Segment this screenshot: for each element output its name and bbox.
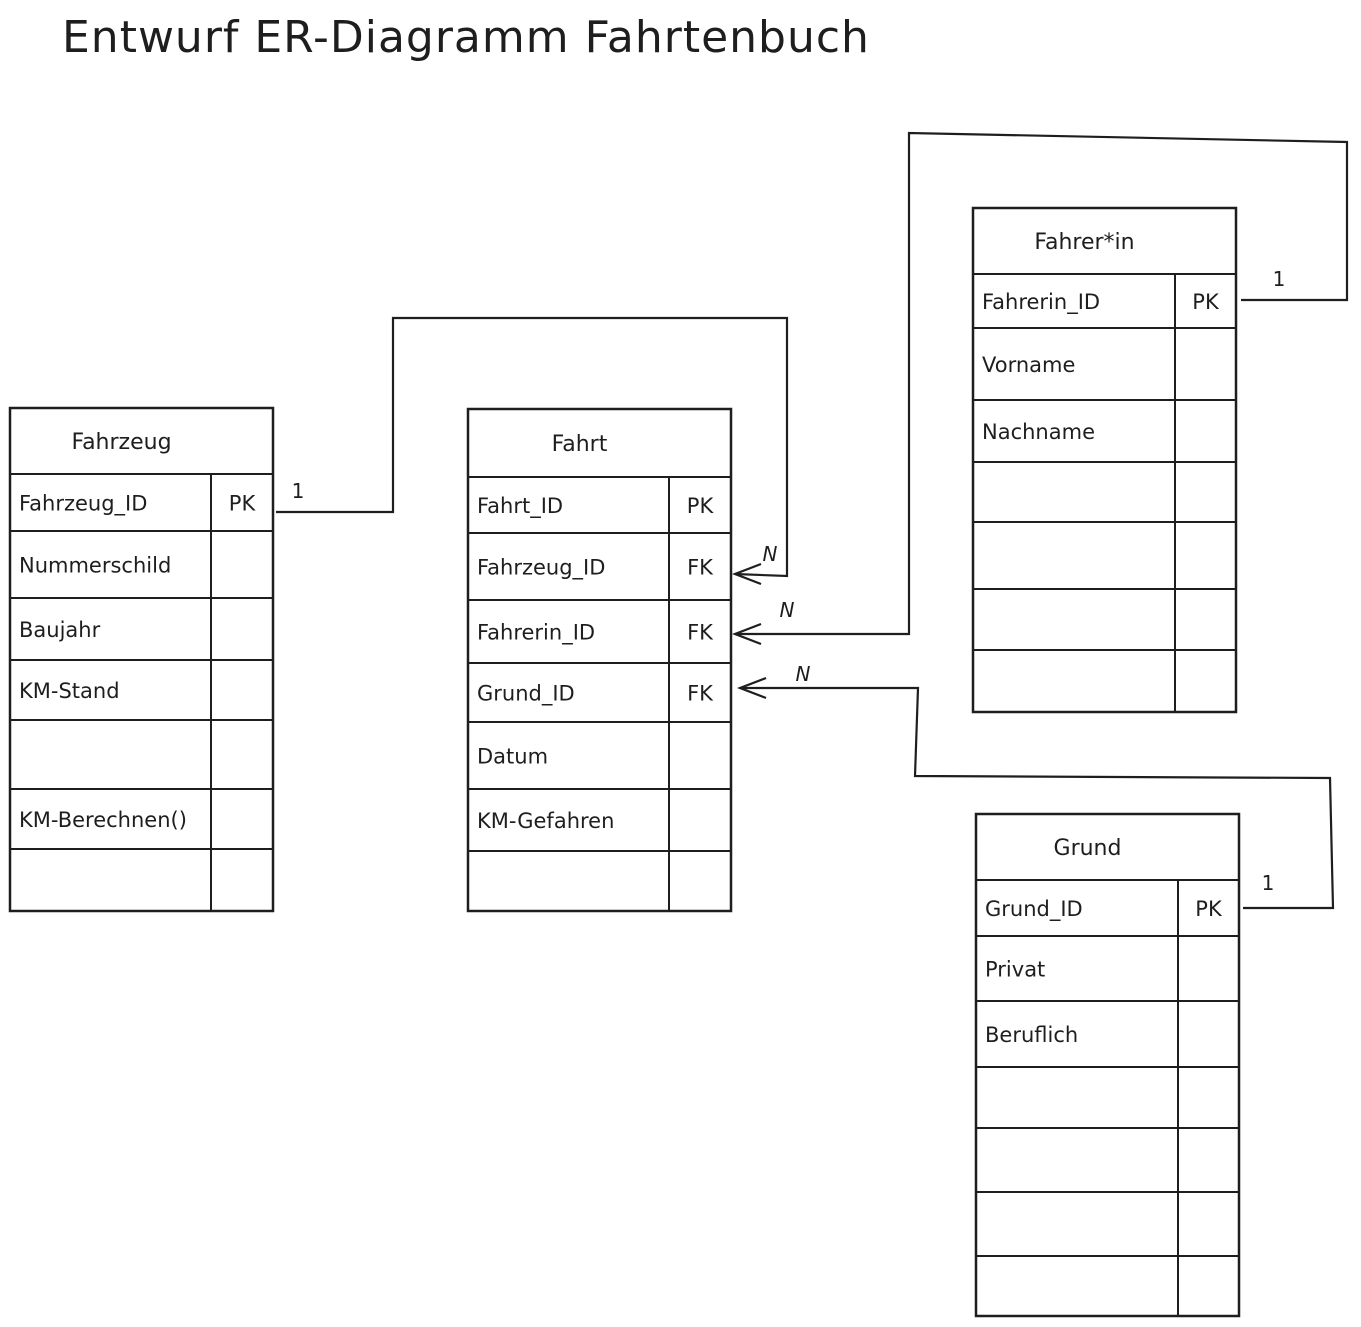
- key-type: FK: [687, 556, 714, 580]
- key-type: PK: [1195, 897, 1223, 921]
- key-type: PK: [1192, 290, 1220, 314]
- field-name: Nummerschild: [19, 554, 171, 578]
- entity-border: [466, 407, 733, 913]
- arrow-head-icon: [731, 562, 762, 586]
- table-row: Baujahr: [19, 618, 101, 642]
- key-type: PK: [229, 492, 257, 516]
- connector-line: [735, 131, 1349, 636]
- field-name: Fahrzeug_ID: [19, 492, 147, 517]
- relationship-fahrerin-fahrt: 1N: [731, 131, 1349, 646]
- table-row: Datum: [477, 745, 548, 769]
- arrow-head-icon: [736, 676, 767, 700]
- table-row: Beruflich: [985, 1023, 1078, 1047]
- table-row: KM-Stand: [19, 679, 120, 703]
- field-name: Fahrt_ID: [477, 494, 563, 519]
- entity-name: Grund: [1054, 836, 1122, 861]
- field-name: KM-Gefahren: [477, 809, 614, 833]
- field-name: Fahrerin_ID: [982, 290, 1100, 315]
- table-row: KM-Berechnen(): [19, 808, 187, 832]
- cardinality-one: 1: [1262, 871, 1275, 895]
- cardinality-many: N: [780, 598, 795, 622]
- field-name: Privat: [985, 958, 1045, 982]
- cardinality-many: N: [763, 542, 778, 566]
- entity-name: Fahrt: [552, 432, 608, 457]
- field-name: Vorname: [982, 353, 1075, 377]
- cardinality-one: 1: [1273, 267, 1286, 291]
- field-name: Fahrzeug_ID: [477, 556, 605, 581]
- key-type: FK: [687, 621, 714, 645]
- cardinality-many: N: [796, 662, 811, 686]
- entity-border: [971, 206, 1238, 714]
- entity-border: [974, 812, 1241, 1318]
- cardinality-one: 1: [292, 479, 305, 503]
- connector-line: [276, 316, 789, 578]
- relationship-fahrzeug-fahrt: 1N: [276, 316, 789, 586]
- field-name: Beruflich: [985, 1023, 1078, 1047]
- table-row: Fahrerin_ID FK: [477, 621, 714, 646]
- field-name: KM-Berechnen(): [19, 808, 187, 832]
- table-row: Grund_ID PK: [985, 897, 1223, 922]
- table-row: Grund_ID FK: [477, 682, 714, 707]
- table-row: KM-Gefahren: [477, 809, 614, 833]
- field-name: Datum: [477, 745, 548, 769]
- page-title: Entwurf ER-Diagramm Fahrtenbuch: [62, 12, 870, 63]
- table-row: Fahrerin_ID PK: [982, 290, 1220, 315]
- key-type: PK: [687, 494, 715, 518]
- table-row: Fahrzeug_ID PK: [19, 492, 256, 517]
- relationship-grund-fahrt: 1N: [736, 662, 1335, 910]
- entity-name: Fahrzeug: [71, 430, 171, 455]
- connector-line: [740, 686, 1335, 910]
- field-name: Nachname: [982, 420, 1095, 444]
- field-name: Grund_ID: [985, 897, 1083, 922]
- table-row: Privat: [985, 958, 1045, 982]
- field-name: Grund_ID: [477, 682, 575, 707]
- entity-name: Fahrer*in: [1034, 230, 1134, 255]
- field-name: KM-Stand: [19, 679, 120, 703]
- arrow-head-icon: [731, 622, 762, 646]
- field-name: Fahrerin_ID: [477, 621, 595, 646]
- key-type: FK: [687, 682, 714, 706]
- field-name: Baujahr: [19, 618, 101, 642]
- table-row: Vorname: [982, 353, 1075, 377]
- table-row: Fahrzeug_ID FK: [477, 556, 714, 581]
- table-row: Nachname: [982, 420, 1095, 444]
- table-row: Fahrt_ID PK: [477, 494, 714, 519]
- table-row: Nummerschild: [19, 554, 171, 578]
